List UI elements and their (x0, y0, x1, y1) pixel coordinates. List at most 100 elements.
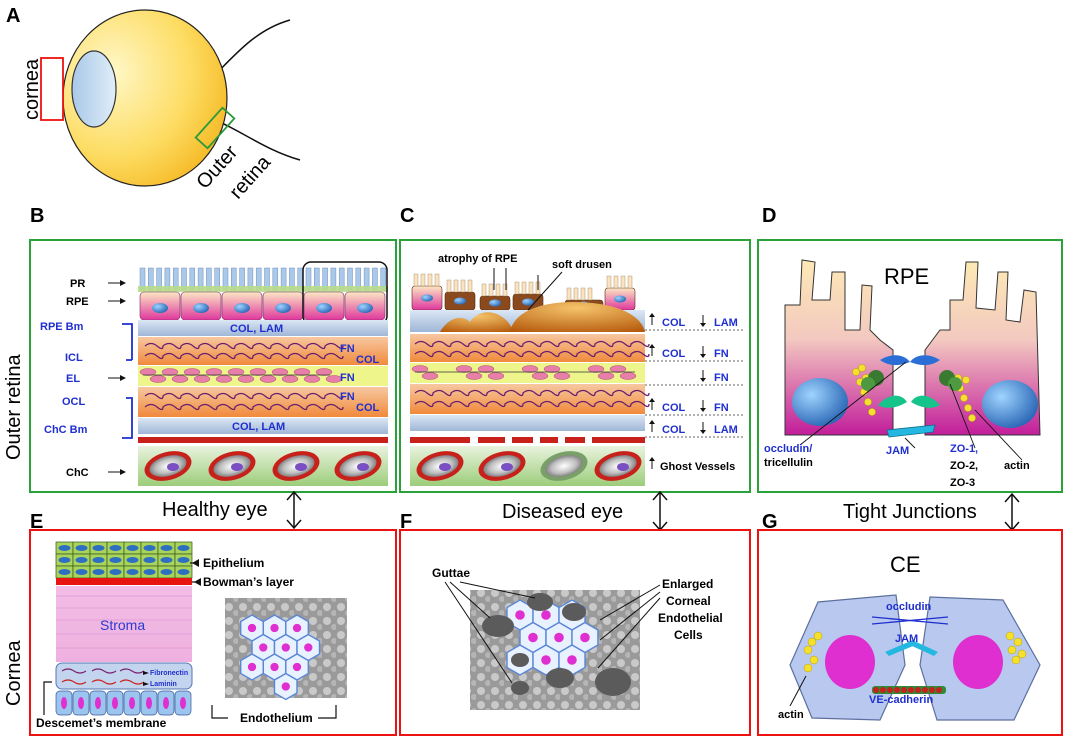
c-photoreceptor (420, 273, 426, 287)
elastin-cell (315, 368, 333, 376)
c-col-4: COL (662, 402, 686, 414)
elastin-cell (271, 368, 289, 376)
d-jam-right (911, 395, 940, 408)
c-photoreceptor (566, 287, 572, 301)
c-photoreceptor (573, 287, 579, 301)
c-icl-layer (410, 334, 645, 362)
d-zo3: ZO-3 (950, 477, 975, 489)
panel-letter-a: A (6, 5, 20, 27)
epithelial-nucleus (75, 569, 88, 575)
descemet-fibers (61, 668, 145, 685)
elastin-cell (465, 372, 483, 380)
c-photoreceptor (413, 273, 419, 287)
epithelial-nucleus (160, 545, 173, 551)
down-arrowhead (700, 354, 706, 358)
c-rpe-nucleus (522, 298, 534, 306)
hex-nucleus (567, 655, 577, 665)
b-col-lam-2: COL, LAM (232, 421, 285, 433)
elastin-cell (303, 375, 321, 383)
epithelial-nucleus (109, 569, 122, 575)
laminin-label: Laminin (150, 681, 177, 688)
up-arrowhead (649, 420, 655, 424)
tight-junctions-label: Tight Junctions (843, 501, 977, 523)
epithelial-nucleus (109, 557, 122, 563)
actin-dot (864, 398, 872, 406)
c-band-segment (540, 437, 558, 443)
endothelial-nucleus (146, 697, 152, 709)
c-photoreceptor (587, 287, 593, 301)
g-actin-dot (1013, 637, 1023, 647)
panel-letter-g: G (762, 511, 778, 533)
epithelial-nucleus (126, 545, 139, 551)
c-photoreceptor (502, 283, 508, 297)
elastin-cell (411, 365, 429, 373)
down-arrowhead (700, 408, 706, 412)
panel-g: CE occludin JAM VE-cadherin actin (757, 529, 1063, 736)
epithelial-nucleus (58, 569, 71, 575)
up-arrowhead (649, 398, 655, 402)
hex-nucleus (541, 655, 551, 665)
d-occludin: occludin/ (764, 443, 812, 455)
d-actin: actin (1004, 460, 1030, 472)
photoreceptor-base (138, 286, 388, 292)
vessel-lumen (545, 455, 583, 477)
rpe-nucleus (152, 303, 168, 313)
guttae-bumps (482, 593, 631, 696)
c-annotation-lines (493, 268, 563, 311)
endothelial-nucleus (78, 697, 84, 709)
fibronectin-label: Fibronectin (150, 670, 188, 677)
vessel-cell (501, 463, 513, 471)
vessel-cell (357, 463, 369, 471)
c-photoreceptor (434, 273, 440, 287)
c-rpe-nucleus (421, 294, 433, 302)
label-el: EL (66, 373, 80, 385)
enlarged-label-3: Endothelial (658, 611, 723, 625)
connectors: Healthy eye Diseased eye Tight Junctions (162, 490, 1020, 532)
up-arrowhead (649, 457, 655, 461)
actin-dot (964, 404, 972, 412)
g-actin-dot (1011, 655, 1021, 665)
collagen-fiber (414, 400, 650, 408)
up-arrowhead (649, 344, 655, 348)
label-icl: ICL (65, 352, 83, 364)
c-choroid-vessels (416, 451, 642, 481)
panel-f: Guttae Enlarged Corneal Endothelial Cell… (399, 529, 751, 736)
elastin-cell (183, 368, 201, 376)
c-chc-bm-layer (410, 415, 645, 431)
epithelial-nucleus (160, 557, 173, 563)
panel-letter-e: E (30, 511, 43, 533)
label-rpe-bm: RPE Bm (40, 321, 84, 333)
b-col-lam-1: COL, LAM (230, 323, 283, 335)
g-actin-dot (813, 631, 823, 641)
enlarged-label-2: Corneal (666, 594, 711, 608)
c-photoreceptor (453, 279, 459, 293)
e-arrowhead-1 (192, 559, 199, 567)
epithelium-label: Epithelium (203, 556, 264, 570)
d-jam-left (878, 395, 907, 408)
side-label-cornea: Cornea (3, 640, 25, 706)
vessel-cell (295, 463, 307, 471)
side-label-outer-retina: Outer retina (3, 354, 25, 460)
panel-a: A cornea Outer retina (6, 5, 301, 203)
elastin-cell (609, 365, 627, 373)
diseased-eye-label: Diseased eye (502, 501, 623, 523)
f-endothelium-hexagons (506, 599, 599, 676)
epithelial-nucleus (143, 557, 156, 563)
f-pointer-lines (444, 581, 661, 684)
laminin-fiber (119, 679, 145, 685)
ve-cadherin-dot (936, 687, 942, 693)
collagen-fiber (144, 403, 344, 411)
up-arrowhead (649, 313, 655, 317)
chc-endothelium-band (138, 437, 388, 443)
epithelial-nucleus (126, 557, 139, 563)
epithelial-nucleus (75, 557, 88, 563)
hex-nucleus (515, 610, 525, 620)
hex-nucleus (281, 643, 290, 652)
b-fn-1: FN (340, 343, 355, 355)
g-actin: actin (778, 709, 804, 721)
laminin-fiber (91, 679, 117, 685)
elastin-cell (205, 368, 223, 376)
epithelial-nucleus (109, 545, 122, 551)
g-actin-dot (803, 645, 813, 655)
c-rpe-nucleus (489, 299, 501, 307)
